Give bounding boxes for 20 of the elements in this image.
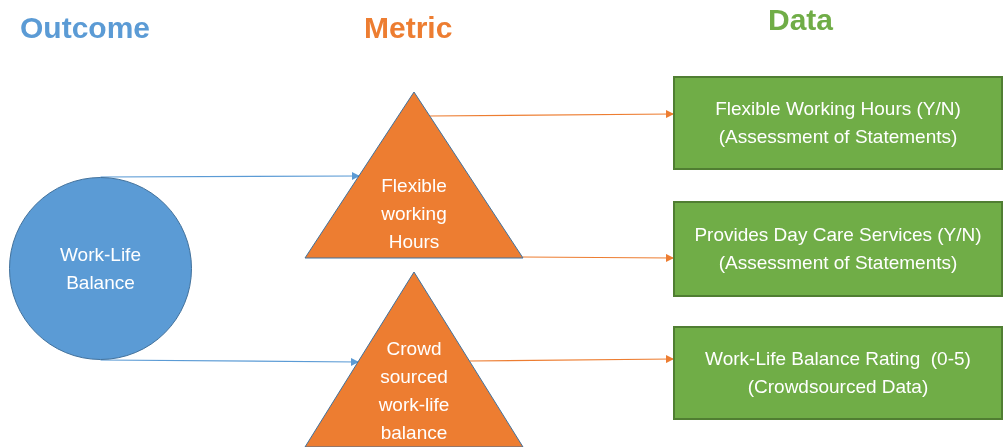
- node-text: Flexible Working Hours (Y/N): [715, 97, 961, 121]
- node-text: Provides Day Care Services (Y/N): [694, 223, 982, 247]
- data-box: [673, 76, 1003, 170]
- node-text: Work-Life Balance: [59, 242, 142, 295]
- arrow: [521, 253, 674, 262]
- metric-triangle: [305, 272, 523, 447]
- column-heading: Outcome: [20, 10, 151, 46]
- node-text: Flexible working Hours: [380, 174, 448, 254]
- arrow: [468, 355, 674, 364]
- node-text: (Assessment of Statements): [718, 251, 958, 275]
- arrow: [429, 110, 674, 119]
- node-text: Work-Life Balance Rating (0-5): [705, 347, 971, 371]
- node-text: (Crowdsourced Data): [747, 375, 929, 399]
- data-box: [673, 326, 1003, 420]
- metric-triangle: [305, 92, 523, 258]
- data-box: [673, 201, 1003, 297]
- column-heading: Metric: [364, 10, 453, 46]
- node-text: Crowd sourced work-life balance: [377, 337, 451, 445]
- column-heading: Data: [768, 2, 834, 38]
- node-text: (Assessment of Statements): [718, 125, 958, 149]
